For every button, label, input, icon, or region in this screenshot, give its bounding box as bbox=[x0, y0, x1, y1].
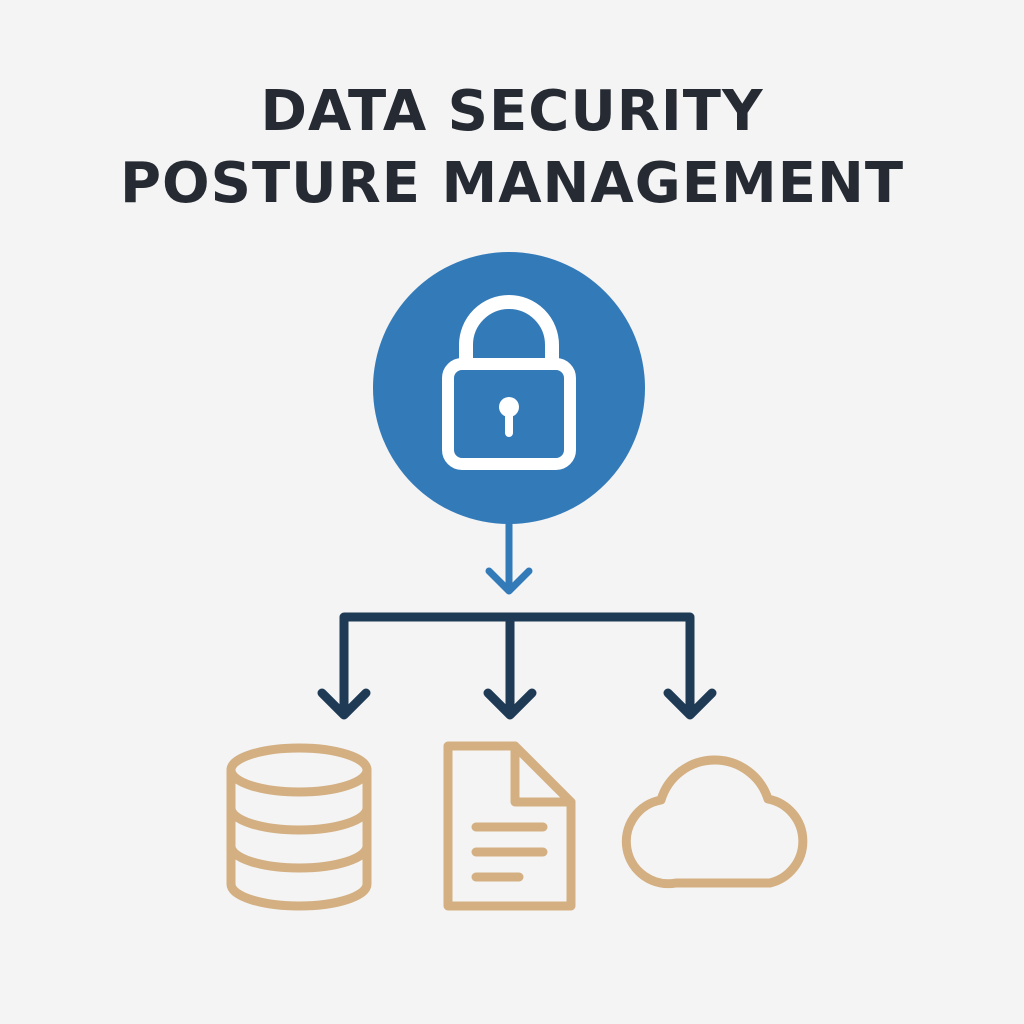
branch-arrowhead-center bbox=[483, 688, 537, 720]
title-line-1: DATA SECURITY bbox=[260, 79, 764, 144]
branch-arrowhead-right bbox=[663, 688, 717, 720]
document-icon bbox=[443, 741, 576, 911]
lock-icon bbox=[442, 295, 576, 470]
lock-shackle bbox=[459, 295, 559, 369]
hub-circle bbox=[373, 252, 645, 524]
lock-body bbox=[442, 358, 576, 470]
database-icon bbox=[226, 743, 372, 911]
branch-arrowhead-left bbox=[317, 688, 371, 720]
title-line-2: POSTURE MANAGEMENT bbox=[119, 151, 905, 216]
hub-node bbox=[373, 252, 645, 524]
branch-connector bbox=[317, 612, 717, 720]
branch-bar bbox=[339, 612, 695, 715]
lock-keyhole bbox=[499, 397, 519, 417]
cloud-icon bbox=[621, 755, 808, 889]
hub-down-arrow bbox=[485, 520, 533, 595]
